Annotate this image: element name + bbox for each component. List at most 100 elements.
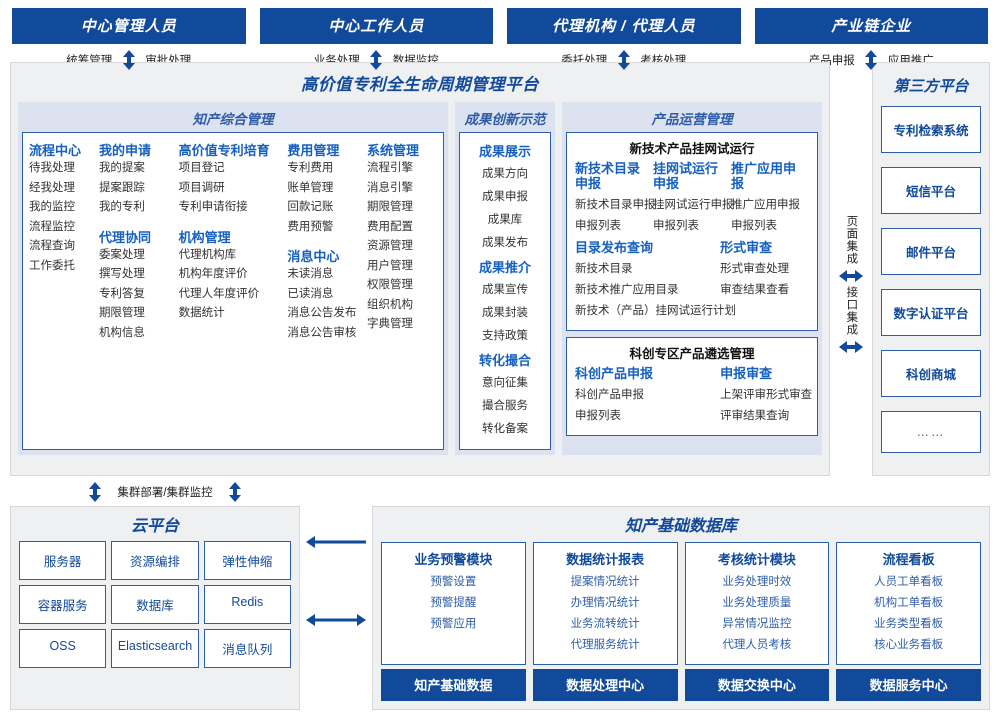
- menu-item[interactable]: 代理人年度评价: [178, 287, 260, 300]
- menu-item[interactable]: 专利申请衔接: [178, 201, 248, 213]
- database-footer-button[interactable]: 数据处理中心: [532, 669, 678, 701]
- menu-item[interactable]: 新技术推广应用目录: [575, 283, 679, 296]
- menu-item[interactable]: 账单管理: [287, 181, 334, 194]
- thirdparty-item-2[interactable]: 短信平台: [881, 167, 981, 214]
- group-heading[interactable]: 目录发布查询: [575, 239, 654, 255]
- database-footer-button[interactable]: 数据交换中心: [684, 669, 830, 701]
- menu-item[interactable]: 新技术目录申报: [575, 198, 656, 211]
- menu-item[interactable]: 字典管理: [367, 318, 414, 330]
- menu-item[interactable]: 成果封装: [482, 307, 528, 319]
- menu-item[interactable]: 经我处理: [29, 181, 75, 194]
- menu-item[interactable]: 工作委托: [29, 259, 75, 272]
- menu-item[interactable]: 期限管理: [367, 201, 414, 213]
- thirdparty-item-1[interactable]: 专利检索系统: [881, 106, 981, 153]
- module-item[interactable]: 机构工单看板: [874, 597, 944, 609]
- menu-item[interactable]: 支持政策: [482, 330, 528, 342]
- menu-item[interactable]: 专利答复: [98, 287, 145, 300]
- menu-item[interactable]: 代理机构库: [178, 248, 237, 261]
- menu-item[interactable]: 数据统计: [178, 307, 225, 319]
- module-item[interactable]: 代理服务统计: [570, 639, 640, 651]
- menu-item[interactable]: 成果申报: [482, 191, 528, 203]
- group-heading[interactable]: 挂网试运行申报: [652, 161, 718, 191]
- menu-item[interactable]: 我的监控: [29, 201, 75, 213]
- menu-item[interactable]: 消息公告审核: [287, 326, 357, 339]
- cloud-cell-2[interactable]: 资源编排: [111, 541, 199, 580]
- menu-item[interactable]: 审查结果查看: [720, 283, 790, 296]
- menu-item[interactable]: 形式审查处理: [720, 262, 790, 275]
- menu-item[interactable]: 项目登记: [178, 162, 225, 174]
- cloud-cell-8[interactable]: Elasticsearch: [111, 629, 199, 668]
- menu-item[interactable]: 申报列表: [575, 219, 621, 232]
- menu-item[interactable]: 流程引擎: [367, 162, 414, 174]
- menu-item[interactable]: 流程监控: [29, 220, 75, 233]
- menu-item[interactable]: 评审结果查询: [720, 409, 790, 422]
- module-item[interactable]: 预警设置: [430, 576, 477, 588]
- group-heading[interactable]: 科创产品申报: [575, 365, 654, 381]
- menu-item[interactable]: 撮合服务: [482, 400, 528, 412]
- menu-item[interactable]: 费用预警: [287, 220, 334, 233]
- thirdparty-item-5[interactable]: 科创商城: [881, 350, 981, 397]
- module-item[interactable]: 人员工单看板: [874, 576, 944, 588]
- cloud-cell-9[interactable]: 消息队列: [203, 629, 291, 668]
- module-item[interactable]: 业务处理质量: [722, 597, 792, 609]
- menu-item[interactable]: 回款记账: [287, 201, 334, 213]
- database-footer-button[interactable]: 知产基础数据: [381, 669, 526, 701]
- menu-item[interactable]: 转化备案: [482, 423, 528, 435]
- menu-item[interactable]: 权限管理: [367, 279, 414, 291]
- module-item[interactable]: 代理人员考核: [722, 639, 792, 651]
- menu-item[interactable]: 机构信息: [98, 326, 145, 339]
- cloud-cell-5[interactable]: 数据库: [111, 585, 199, 624]
- menu-item[interactable]: 科创产品申报: [575, 388, 644, 401]
- group-heading[interactable]: 消息中心: [287, 249, 340, 264]
- menu-item[interactable]: 提案跟踪: [98, 181, 145, 194]
- cloud-cell-6[interactable]: Redis: [203, 585, 291, 624]
- menu-item[interactable]: 成果发布: [482, 237, 528, 249]
- menu-item[interactable]: 待我处理: [29, 162, 75, 174]
- menu-item[interactable]: 新技术（产品）挂网试运行计划: [575, 304, 736, 317]
- group-heading[interactable]: 成果推介: [478, 260, 531, 275]
- menu-item[interactable]: 用户管理: [367, 259, 414, 272]
- group-heading[interactable]: 机构管理: [178, 229, 231, 245]
- cloud-cell-1[interactable]: 服务器: [19, 541, 107, 580]
- menu-item[interactable]: 申报列表: [652, 219, 699, 232]
- menu-item[interactable]: 撰写处理: [98, 268, 145, 280]
- thirdparty-item-3[interactable]: 邮件平台: [881, 228, 981, 275]
- group-heading[interactable]: 流程中心: [29, 143, 82, 158]
- group-heading[interactable]: 代理协同: [98, 229, 151, 245]
- menu-item[interactable]: 申报列表: [730, 219, 777, 232]
- module-item[interactable]: 业务处理时效: [722, 576, 792, 588]
- module-item[interactable]: 异常情况监控: [722, 618, 792, 630]
- group-heading[interactable]: 我的申请: [98, 143, 151, 158]
- group-heading[interactable]: 申报审查: [720, 365, 773, 381]
- module-item[interactable]: 预警应用: [430, 618, 477, 630]
- thirdparty-item-6[interactable]: ……: [881, 411, 981, 453]
- menu-item[interactable]: 组织机构: [367, 298, 414, 311]
- menu-item[interactable]: 挂网试运行申报: [652, 198, 734, 211]
- database-footer-button[interactable]: 数据服务中心: [836, 669, 981, 701]
- module-item[interactable]: 预警提醒: [430, 597, 477, 609]
- group-heading[interactable]: 费用管理: [287, 143, 340, 158]
- module-item[interactable]: 业务流转统计: [570, 618, 640, 630]
- menu-item[interactable]: 成果库: [487, 214, 523, 226]
- menu-item[interactable]: 委案处理: [98, 248, 145, 261]
- menu-item[interactable]: 上架评审形式审查: [720, 388, 813, 401]
- menu-item[interactable]: 意向征集: [482, 377, 528, 389]
- group-heading[interactable]: 成果展示: [478, 144, 531, 159]
- menu-item[interactable]: 项目调研: [178, 181, 225, 194]
- menu-item[interactable]: 费用配置: [367, 220, 414, 233]
- menu-item[interactable]: 资源管理: [367, 240, 414, 252]
- menu-item[interactable]: 机构年度评价: [178, 268, 248, 280]
- module-item[interactable]: 核心业务看板: [874, 639, 944, 651]
- module-item[interactable]: 业务类型看板: [874, 618, 944, 630]
- menu-item[interactable]: 成果方向: [482, 168, 528, 180]
- menu-item[interactable]: 流程查询: [29, 240, 75, 252]
- group-heading[interactable]: 高价值专利培育: [178, 143, 270, 158]
- module-item[interactable]: 办理情况统计: [570, 597, 640, 609]
- thirdparty-item-4[interactable]: 数字认证平台: [881, 289, 981, 336]
- menu-item[interactable]: 已读消息: [287, 287, 334, 300]
- group-heading[interactable]: 系统管理: [367, 143, 420, 158]
- menu-item[interactable]: 成果宣传: [482, 284, 528, 296]
- group-heading[interactable]: 推广应用申报: [730, 161, 796, 191]
- menu-item[interactable]: 推广应用申报: [730, 198, 800, 211]
- menu-item[interactable]: 期限管理: [98, 307, 145, 319]
